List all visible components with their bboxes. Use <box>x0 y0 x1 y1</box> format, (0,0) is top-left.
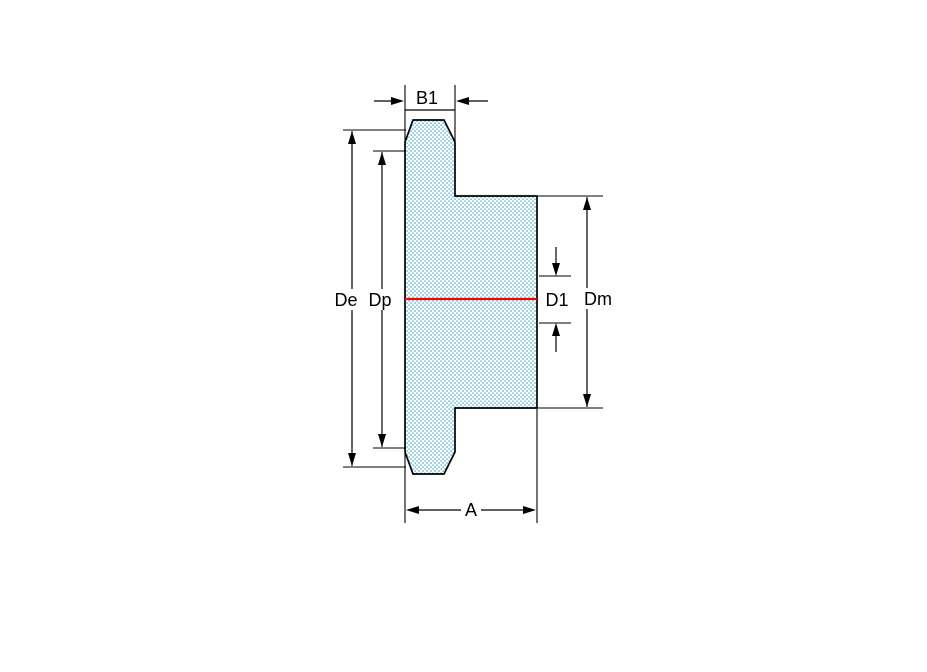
label-dm: Dm <box>584 289 612 309</box>
label-bg <box>363 289 396 310</box>
arrowhead-right-icon <box>523 506 536 514</box>
arrowhead-down-icon <box>348 453 356 466</box>
arrowhead-up-icon <box>552 323 560 336</box>
label-b1: B1 <box>416 88 438 108</box>
dim-dm <box>538 195 603 409</box>
arrowhead-down-icon <box>378 434 386 447</box>
label-de: De <box>334 290 357 310</box>
arrowhead-down-icon <box>583 394 591 407</box>
arrowhead-left-icon <box>456 97 469 105</box>
arrowhead-up-icon <box>378 152 386 165</box>
label-bg <box>330 289 362 310</box>
arrowhead-left-icon <box>406 506 419 514</box>
label-bg <box>541 289 573 310</box>
arrowhead-down-icon <box>552 263 560 276</box>
label-d1: D1 <box>545 290 568 310</box>
dim-d1 <box>539 247 571 352</box>
label-dp: Dp <box>368 290 391 310</box>
arrowhead-up-icon <box>348 131 356 144</box>
arrowhead-up-icon <box>583 197 591 210</box>
dim-b1: B1 <box>374 85 488 141</box>
label-bg <box>579 288 616 309</box>
label-bg <box>461 499 481 520</box>
arrowhead-right-icon <box>391 97 404 105</box>
label-a: A <box>465 500 477 520</box>
